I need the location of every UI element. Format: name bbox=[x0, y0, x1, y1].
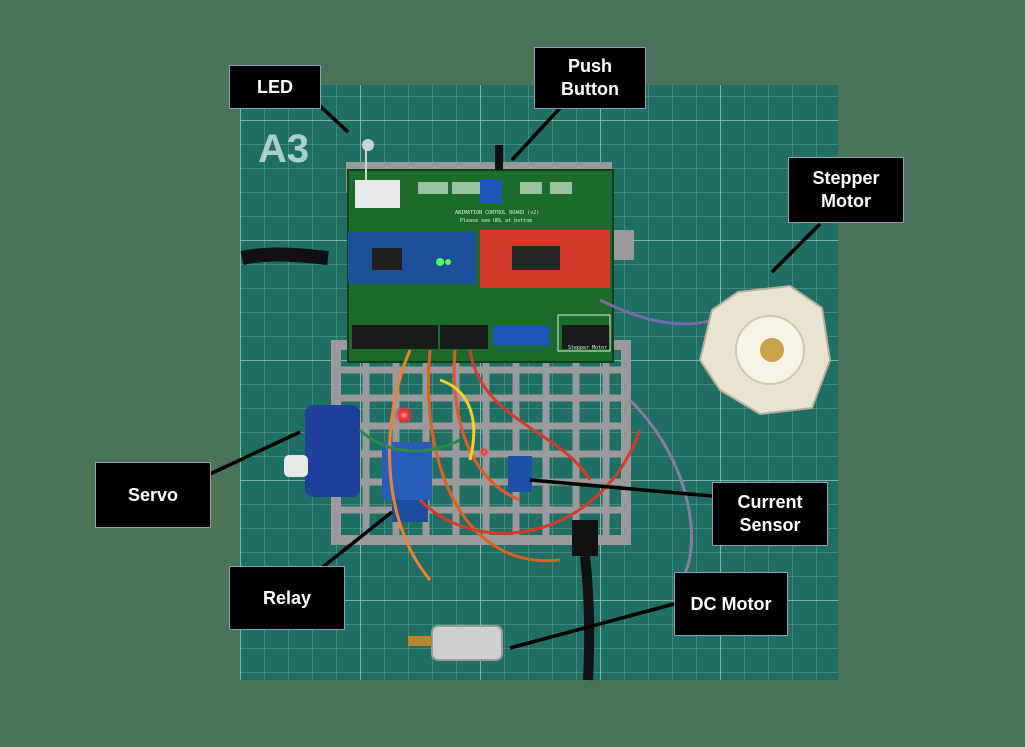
callout-pointers bbox=[209, 102, 822, 650]
callout-push-button: Push Button bbox=[534, 47, 646, 109]
callout-servo: Servo bbox=[95, 462, 211, 528]
dc-jack bbox=[572, 520, 598, 556]
led-glow bbox=[394, 405, 414, 425]
stepper-motor-component bbox=[698, 284, 832, 416]
board-title: ANIMATION CONTROL BOARD (v2) bbox=[455, 210, 539, 216]
usb-cable bbox=[240, 247, 329, 265]
callout-stepper-motor: Stepper Motor bbox=[788, 157, 904, 223]
callout-relay: Relay bbox=[229, 566, 345, 630]
led-glow-2 bbox=[479, 447, 489, 457]
control-pcb: ANIMATION CONTROL BOARD (v2) Please see … bbox=[347, 169, 614, 363]
dc-motor-component bbox=[408, 625, 503, 661]
servo-component bbox=[284, 405, 360, 497]
board-subtitle: Please see URL at bottom bbox=[460, 218, 532, 224]
stepper-header-label: Stepper Motor bbox=[568, 345, 607, 351]
mat-label: A3 bbox=[258, 127, 309, 171]
wires bbox=[358, 298, 713, 582]
dc-cable bbox=[580, 555, 595, 681]
current-sensor-component bbox=[508, 456, 532, 492]
callout-led: LED bbox=[229, 65, 321, 109]
push-button-component bbox=[495, 145, 503, 170]
callout-dc-motor: DC Motor bbox=[674, 572, 788, 636]
callout-current-sensor: Current Sensor bbox=[712, 482, 828, 546]
led-component bbox=[362, 139, 374, 180]
